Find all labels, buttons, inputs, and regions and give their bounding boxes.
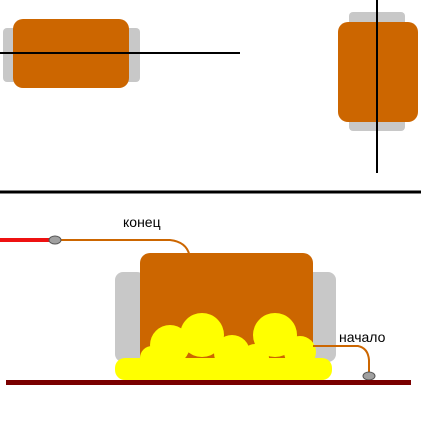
adhesive-blob <box>115 313 332 380</box>
base-plate <box>6 380 411 385</box>
coil-vertical-view <box>338 0 418 173</box>
label-start: начало <box>339 329 386 345</box>
terminal-icon <box>48 235 62 245</box>
coil-mounted-view <box>0 235 411 385</box>
coil-mounted-cap-left <box>115 272 145 362</box>
lead-wire-start <box>313 345 370 373</box>
label-end: конец <box>123 214 161 230</box>
coil-horizontal-view <box>0 19 240 88</box>
terminal-icon-start <box>362 371 376 381</box>
